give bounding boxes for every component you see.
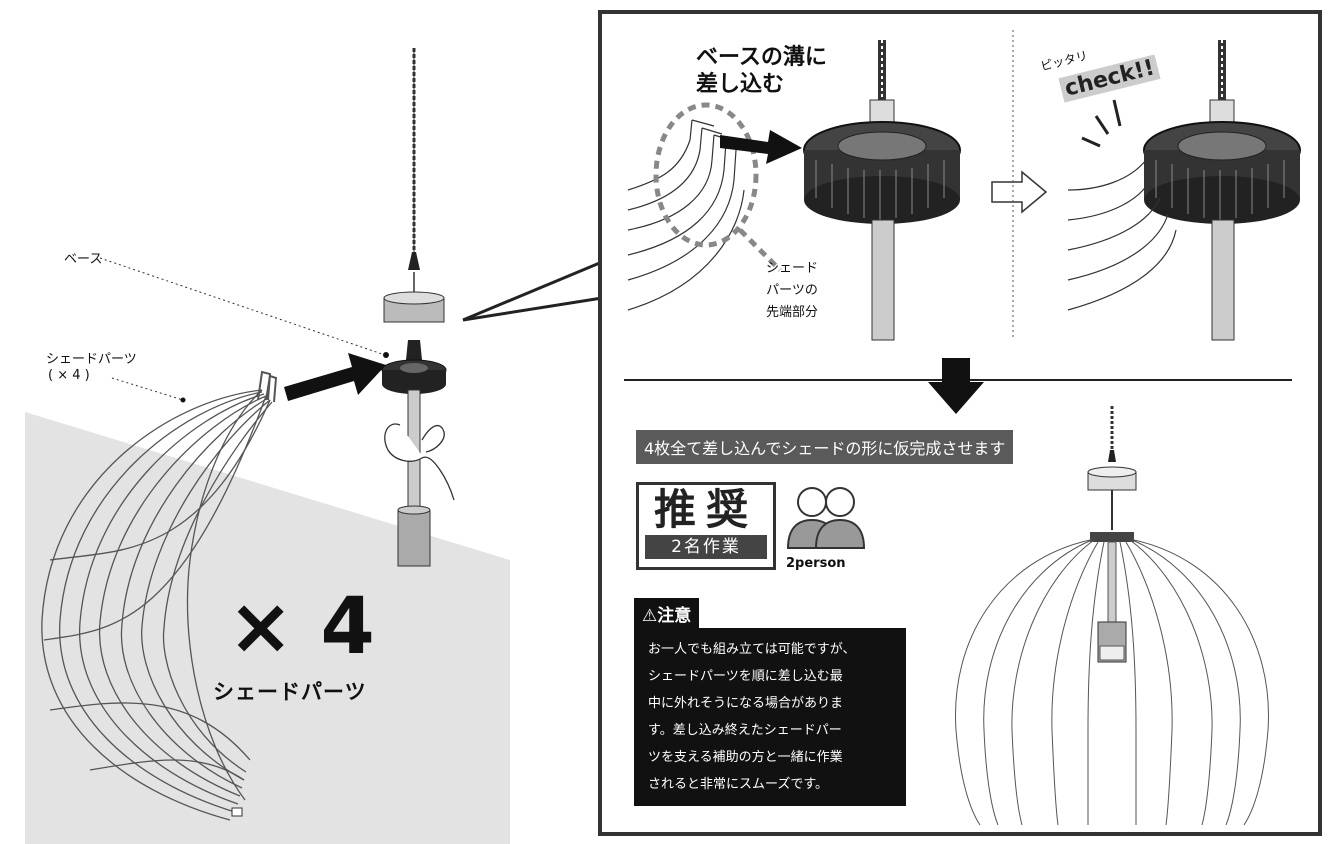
assembled-lamp [955,406,1269,826]
people-icon [786,487,866,549]
caution-line: 中に外れそうになる場合がありま [648,696,844,711]
big-caption: シェードパーツ [213,680,367,704]
label-shade-parts: シェードパーツ [46,352,137,367]
tip-label-line3: 先端部分 [766,305,819,320]
caution-line: ツを支える補助の方と一緒に作業 [648,750,843,765]
step-heading: ベースの溝に 差し込む [696,44,827,98]
banner: 4枚全て差し込んでシェードの形に仮完成させます [636,430,1014,464]
base-assembly [381,48,455,567]
arrow-icon [284,353,386,401]
caution-line: されると非常にスムーズです。 [648,777,829,792]
section-divider [624,358,1292,414]
recommend-big: 推奨 [653,485,758,534]
big-multiplier: × 4 [228,582,375,672]
tip-label-line2: パーツの [766,283,818,298]
tip-label-line1: シェード [766,261,819,276]
shade-part-wireframe [41,370,278,821]
caution-line: シェードパーツを順に差し込む最 [648,669,843,684]
tip-label: シェード パーツの 先端部分 [766,258,818,324]
step-heading-line1: ベースの溝に [696,45,827,70]
recommend-box: 推奨 2名作業 [636,482,776,570]
recommend-sub: 2名作業 [645,535,767,559]
label-base: ベース [64,252,103,267]
floor-plane [25,412,510,844]
caution-line: お一人でも組み立ては可能ですが、 [648,642,856,657]
leader-lines [99,257,389,403]
divider [1012,30,1014,340]
label-count: ( × 4 ) [48,368,90,383]
caution-title: ⚠注意 [634,598,700,629]
step-heading-line2: 差し込む [696,72,785,97]
gear-insert-detail [627,40,961,341]
next-arrow-icon [991,170,1048,214]
callout-connector [462,260,603,322]
gear-fitted-detail [1067,40,1301,341]
people-label: 2person [786,556,846,571]
caution-line: す。差し込み終えたシェードパー [648,723,842,738]
caution-body: お一人でも組み立ては可能ですが、 シェードパーツを順に差し込む最 中に外れそうに… [634,628,906,806]
